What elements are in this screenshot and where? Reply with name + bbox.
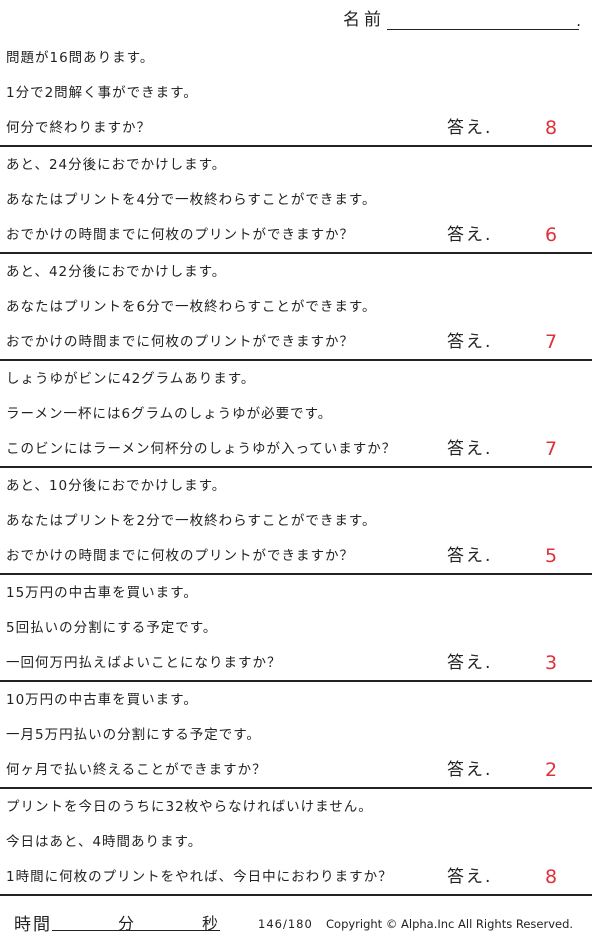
problem-text: おでかけの時間までに何枚のプリントができますか？ xyxy=(6,227,354,243)
answer-label: 答え. xyxy=(447,867,493,887)
copyright-text: Copyright © Alpha.Inc All Rights Reserve… xyxy=(326,917,574,931)
problem-text: 一回何万円払えばよいことになりますか？ xyxy=(6,655,282,671)
question-line: 何ヶ月で払い終えることができますか？ 答え. 2 xyxy=(0,752,592,787)
answer-value: 7 xyxy=(545,331,559,353)
problem-block: あと、10分後におでかけします。あなたはプリントを2分で一枚終わらすことができま… xyxy=(0,468,592,575)
problem-text: あなたはプリントを4分で一枚終わらすことができます。 xyxy=(6,192,377,208)
problem-text: あなたはプリントを6分で一枚終わらすことができます。 xyxy=(6,299,377,315)
problem-text: 5回払いの分割にする予定です。 xyxy=(6,620,218,636)
answer-label: 答え. xyxy=(447,332,493,352)
problem-text: あと、10分後におでかけします。 xyxy=(6,478,227,494)
problem-text-line: しょうゆがビンに42グラムあります。 xyxy=(0,361,592,396)
name-field: 名前 . xyxy=(343,8,581,30)
problem-text-line: あと、42分後におでかけします。 xyxy=(0,254,592,289)
problem-block: あと、24分後におでかけします。あなたはプリントを4分で一枚終わらすことができま… xyxy=(0,147,592,254)
problem-text-line: 今日はあと、4時間あります。 xyxy=(0,824,592,859)
problem-list: 問題が16問あります。 1分で2問解く事ができます。何分で終わりますか？ 答え. 8 あ… xyxy=(0,40,592,896)
problem-block: 問題が16問あります。 1分で2問解く事ができます。何分で終わりますか？ 答え. 8 xyxy=(0,40,592,147)
problem-text: あなたはプリントを2分で一枚終わらすことができます。 xyxy=(6,513,377,529)
answer-value: 3 xyxy=(545,652,559,674)
question-line: 1時間に何枚のプリントをやれば、今日中におわりますか？ 答え. 8 xyxy=(0,859,592,894)
problem-text: プリントを今日のうちに32枚やらなければいけません。 xyxy=(6,799,373,815)
question-line: おでかけの時間までに何枚のプリントができますか？ 答え. 6 xyxy=(0,217,592,252)
problem-block: しょうゆがビンに42グラムあります。ラーメン一杯には6グラムのしょうゆが必要です… xyxy=(0,361,592,468)
problem-text: あと、24分後におでかけします。 xyxy=(6,157,227,173)
answer-value: 6 xyxy=(545,224,559,246)
problem-text: あと、42分後におでかけします。 xyxy=(6,264,227,280)
problem-text-line: 1分で2問解く事ができます。 xyxy=(0,75,592,110)
answer-value: 8 xyxy=(545,866,559,888)
problem-text-line: プリントを今日のうちに32枚やらなければいけません。 xyxy=(0,789,592,824)
problem-text-line: あなたはプリントを4分で一枚終わらすことができます。 xyxy=(0,182,592,217)
answer-label: 答え. xyxy=(447,760,493,780)
footer: 時間 分 秒 146/180 Copyright © Alpha.Inc All… xyxy=(0,908,600,936)
name-line[interactable]: . xyxy=(387,11,581,30)
problem-text: おでかけの時間までに何枚のプリントができますか？ xyxy=(6,548,354,564)
problem-text-line: あと、24分後におでかけします。 xyxy=(0,147,592,182)
seconds-label: 秒 xyxy=(202,914,219,933)
problem-text-line: 10万円の中古車を買います。 xyxy=(0,682,592,717)
time-label: 時間 xyxy=(14,915,52,935)
problem-text: 10万円の中古車を買います。 xyxy=(6,692,198,708)
answer-label: 答え. xyxy=(447,118,493,138)
problem-text: このビンにはラーメン何杯分のしょうゆが入っていますか？ xyxy=(6,441,397,457)
answer-label: 答え. xyxy=(447,225,493,245)
problem-block: 10万円の中古車を買います。一月5万円払いの分割にする予定です。何ヶ月で払い終え… xyxy=(0,682,592,789)
answer-value: 5 xyxy=(545,545,559,567)
problem-text-line: 一月5万円払いの分割にする予定です。 xyxy=(0,717,592,752)
problem-block: 15万円の中古車を買います。 5回払いの分割にする予定です。一回何万円払えばよいこ… xyxy=(0,575,592,682)
minutes-label: 分 xyxy=(118,914,135,933)
problem-text: 何分で終わりますか？ xyxy=(6,120,151,136)
problem-text: おでかけの時間までに何枚のプリントができますか？ xyxy=(6,334,354,350)
page-number: 146/180 xyxy=(258,917,313,931)
question-line: 一回何万円払えばよいことになりますか？ 答え. 3 xyxy=(0,645,592,680)
name-dot: . xyxy=(576,12,581,30)
problem-text: 問題が16問あります。 xyxy=(6,50,155,66)
answer-value: 2 xyxy=(545,759,559,781)
problem-text: ラーメン一杯には6グラムのしょうゆが必要です。 xyxy=(6,406,333,422)
problem-text: 一月5万円払いの分割にする予定です。 xyxy=(6,727,261,743)
problem-text: 15万円の中古車を買います。 xyxy=(6,585,198,601)
answer-label: 答え. xyxy=(447,653,493,673)
problem-text-line: 問題が16問あります。 xyxy=(0,40,592,75)
problem-text: 何ヶ月で払い終えることができますか？ xyxy=(6,762,267,778)
question-line: おでかけの時間までに何枚のプリントができますか？ 答え. 7 xyxy=(0,324,592,359)
problem-text: しょうゆがビンに42グラムあります。 xyxy=(6,371,256,387)
question-line: 何分で終わりますか？ 答え. 8 xyxy=(0,110,592,145)
answer-label: 答え. xyxy=(447,439,493,459)
problem-text-line: あなたはプリントを6分で一枚終わらすことができます。 xyxy=(0,289,592,324)
time-entry-line[interactable] xyxy=(52,930,220,931)
question-line: このビンにはラーメン何杯分のしょうゆが入っていますか？ 答え. 7 xyxy=(0,431,592,466)
problem-block: プリントを今日のうちに32枚やらなければいけません。今日はあと、4時間あります。… xyxy=(0,789,592,896)
problem-text-line: あと、10分後におでかけします。 xyxy=(0,468,592,503)
problem-text: 1時間に何枚のプリントをやれば、今日中におわりますか？ xyxy=(6,869,393,885)
problem-text-line: 5回払いの分割にする予定です。 xyxy=(0,610,592,645)
answer-value: 8 xyxy=(545,117,559,139)
answer-label: 答え. xyxy=(447,546,493,566)
problem-block: あと、42分後におでかけします。あなたはプリントを6分で一枚終わらすことができま… xyxy=(0,254,592,361)
problem-text-line: あなたはプリントを2分で一枚終わらすことができます。 xyxy=(0,503,592,538)
question-line: おでかけの時間までに何枚のプリントができますか？ 答え. 5 xyxy=(0,538,592,573)
problem-text: 今日はあと、4時間あります。 xyxy=(6,834,203,850)
problem-text: 1分で2問解く事ができます。 xyxy=(6,85,198,101)
name-label: 名前 xyxy=(343,10,385,30)
answer-value: 7 xyxy=(545,438,559,460)
problem-text-line: ラーメン一杯には6グラムのしょうゆが必要です。 xyxy=(0,396,592,431)
problem-text-line: 15万円の中古車を買います。 xyxy=(0,575,592,610)
